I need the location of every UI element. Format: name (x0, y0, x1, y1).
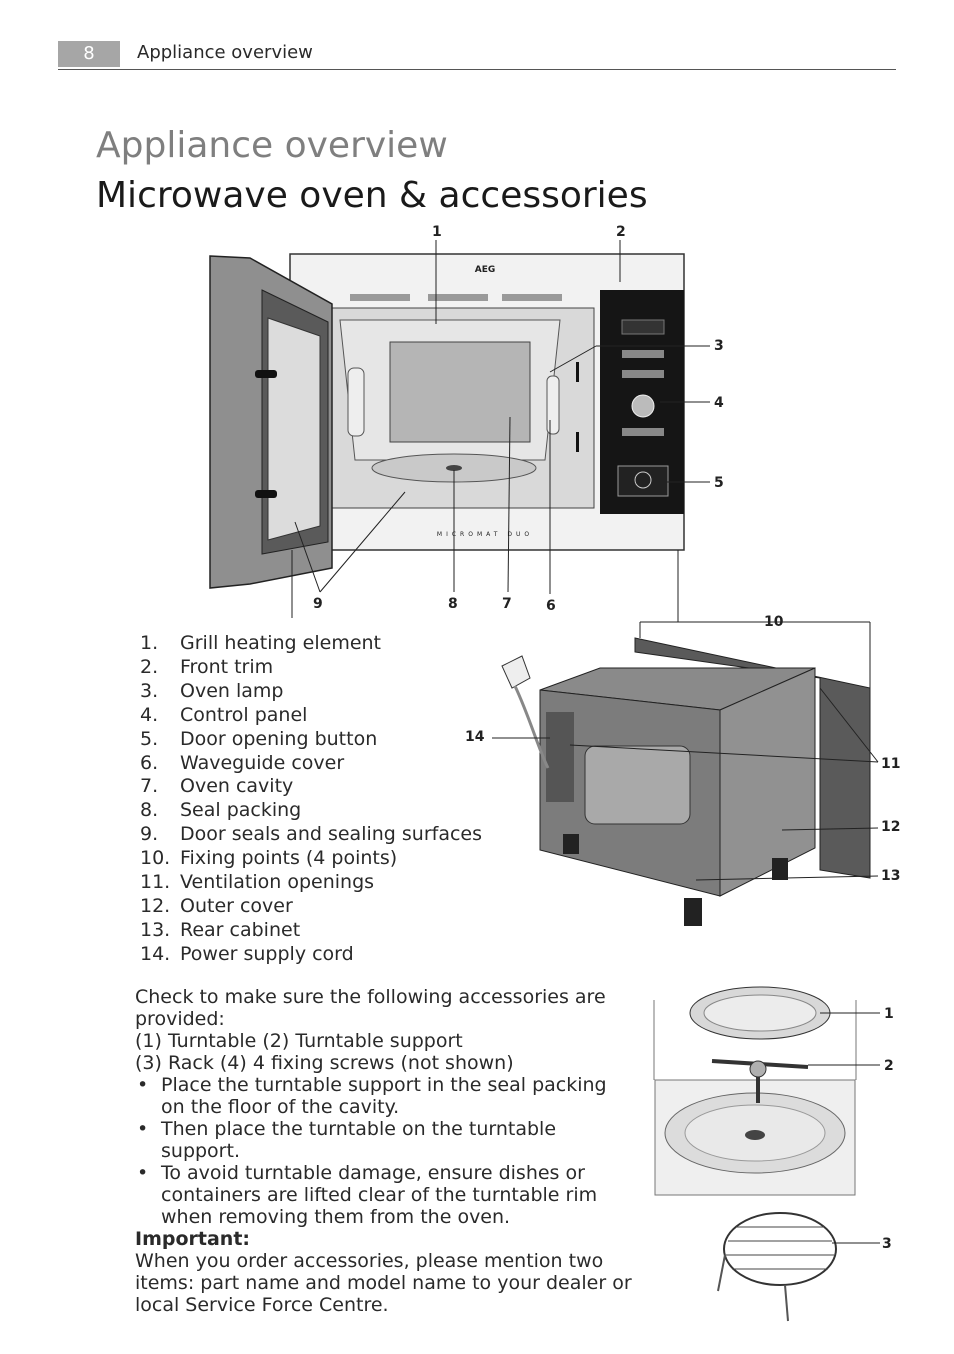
oven-callout-3: 3 (714, 338, 724, 354)
oven-brand-logo: AEG (475, 265, 496, 275)
list-item: 13.Rear cabinet (140, 918, 301, 941)
cabinet-callout-12: 12 (881, 819, 900, 835)
cabinet-callout-10: 10 (764, 614, 784, 630)
oven-model-label: MICROMAT DUO (437, 531, 533, 538)
accessory-callout-1: 1 (884, 1006, 894, 1022)
important-label: Important: (135, 1228, 251, 1250)
page-number: 8 (58, 41, 120, 67)
list-item: 7.Oven cavity (140, 775, 294, 798)
accessories-diagram: 1 2 3 (653, 986, 894, 1322)
cabinet-callout-13: 13 (881, 868, 900, 884)
accessories-intro: Check to make sure the following accesso… (135, 986, 606, 1030)
list-item: 14.Power supply cord (140, 942, 354, 965)
page-subtitle: Microwave oven & accessories (96, 175, 648, 216)
header-divider (58, 69, 896, 70)
list-item: 8.Seal packing (140, 799, 302, 822)
oven-callout-8: 8 (448, 596, 458, 612)
list-item: Place the turntable support in the seal … (135, 1074, 635, 1118)
oven-callout-4: 4 (714, 395, 724, 411)
microwave-oven-diagram: AEG MICROMAT DUO 1 2 3 (209, 224, 724, 622)
oven-callout-7: 7 (502, 596, 512, 612)
instructions-list: Place the turntable support in the seal … (135, 1074, 635, 1228)
oven-callout-2: 2 (616, 224, 626, 240)
cabinet-callout-11: 11 (881, 756, 900, 772)
list-item: 10.Fixing points (4 points) (140, 847, 398, 870)
parts-list: 1.Grill heating element 2.Front trim 3.O… (140, 632, 482, 967)
list-item: Then place the turntable on the turntabl… (135, 1118, 635, 1162)
accessory-callout-2: 2 (884, 1058, 894, 1074)
accessories-section: Check to make sure the following accesso… (135, 986, 635, 1316)
cabinet-callout-14: 14 (465, 729, 485, 745)
list-item: To avoid turntable damage, ensure dishes… (135, 1162, 635, 1228)
oven-callout-9: 9 (313, 596, 323, 612)
list-item: 6.Waveguide cover (140, 751, 345, 774)
accessories-line-2: (3) Rack (4) 4 fixing screws (not shown) (135, 1052, 514, 1074)
accessory-callout-3: 3 (882, 1236, 892, 1252)
running-header: Appliance overview (137, 42, 313, 63)
accessories-line-1: (1) Turntable (2) Turntable support (135, 1030, 463, 1052)
list-item: 3.Oven lamp (140, 679, 284, 702)
list-item: 4.Control panel (140, 703, 308, 726)
oven-callout-1: 1 (432, 224, 442, 240)
list-item: 11.Ventilation openings (140, 871, 375, 894)
oven-callout-6: 6 (546, 598, 556, 614)
list-item: 1.Grill heating element (140, 632, 382, 654)
list-item: 12.Outer cover (140, 894, 293, 917)
page-title: Appliance overview (96, 125, 448, 166)
cabinet-diagram: 10 11 12 13 14 (465, 614, 900, 926)
list-item: 5.Door opening button (140, 727, 378, 750)
list-item: 2.Front trim (140, 655, 274, 678)
oven-callout-5: 5 (714, 475, 724, 491)
list-item: 9.Door seals and sealing surfaces (140, 823, 483, 846)
important-text: When you order accessories, please menti… (135, 1250, 632, 1316)
